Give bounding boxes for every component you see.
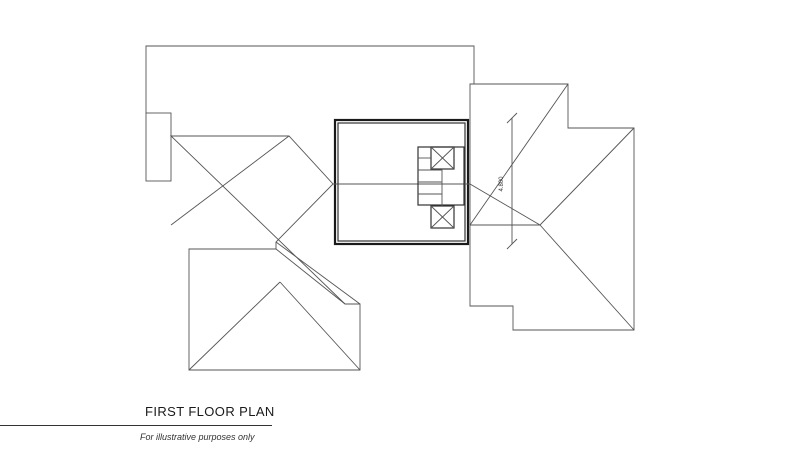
plan-disclaimer: For illustrative purposes only <box>140 432 255 442</box>
left-roof-outline <box>169 135 361 371</box>
right-roof-hip-3 <box>539 127 635 226</box>
left-roof-hip-to-ridge <box>275 241 361 305</box>
stair-core <box>417 146 465 229</box>
right-roof-hip-1 <box>469 83 569 226</box>
plan-title: FIRST FLOOR PLAN <box>145 404 275 419</box>
title-underline <box>0 425 272 426</box>
dimension-label: 4.800 <box>499 176 505 192</box>
right-roof-hip-4 <box>539 224 635 331</box>
chimney <box>145 112 172 182</box>
right-roof-outline <box>469 83 635 331</box>
left-roof-hip-upper <box>170 135 290 226</box>
upper-outline <box>145 45 475 113</box>
lower-roof-ridge <box>275 248 346 305</box>
lower-roof-hip-right <box>279 281 361 371</box>
central-flat-roof <box>333 118 470 246</box>
lower-roof-hip-left <box>188 281 281 371</box>
central-flat-roof-inner <box>337 122 466 242</box>
dimension-line <box>506 112 518 250</box>
right-roof-hip-2 <box>469 183 541 226</box>
